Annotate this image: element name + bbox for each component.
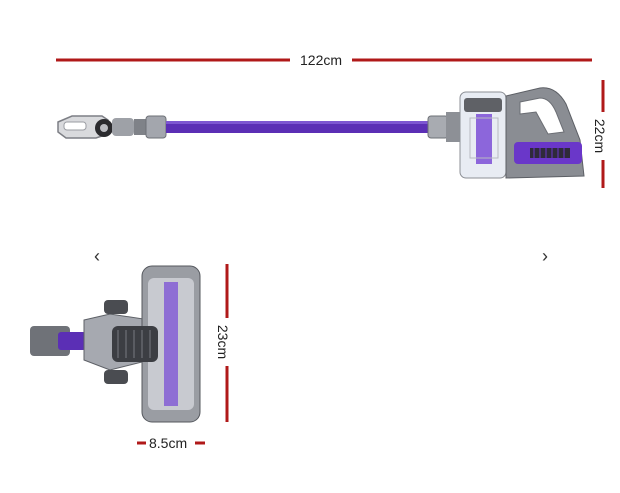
chevron-right-icon: › bbox=[542, 245, 548, 266]
length-label: 122cm bbox=[297, 52, 346, 68]
height-label: 22cm bbox=[592, 115, 609, 157]
next-image-button[interactable]: › bbox=[533, 244, 557, 268]
head-width-label: 23cm bbox=[215, 321, 232, 363]
chevron-left-icon: ‹ bbox=[94, 245, 100, 266]
floor-head-closeup bbox=[30, 265, 201, 423]
head-depth-label: 8.5cm bbox=[146, 435, 191, 451]
previous-image-button[interactable]: ‹ bbox=[85, 244, 109, 268]
stick-vacuum bbox=[57, 87, 585, 179]
